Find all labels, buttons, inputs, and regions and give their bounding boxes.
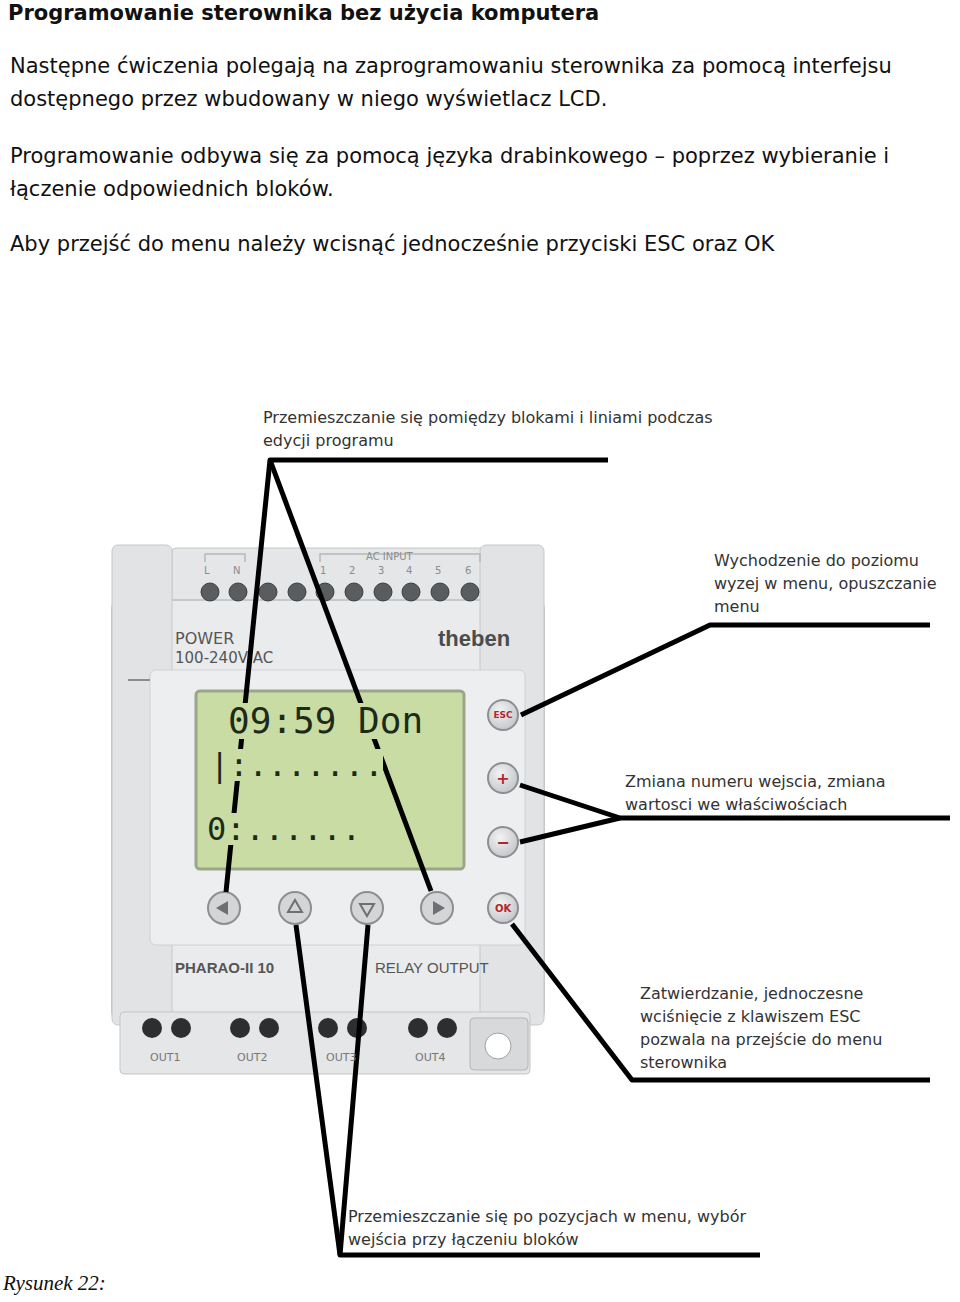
terminal-label: AC INPUT (366, 550, 413, 564)
terminal-label: N (233, 564, 240, 578)
lcd-text: 09:59 Don (228, 703, 423, 739)
button-label: OK (495, 903, 511, 914)
paragraph: Programowanie odbywa się za pomocą język… (10, 140, 955, 206)
figure-caption: Rysunek 22: (3, 1270, 106, 1296)
paragraph: Następne ćwiczenia polegają na zaprogram… (10, 50, 955, 116)
front-panel (150, 670, 525, 945)
paragraph: Aby przejść do menu należy wcisnąć jedno… (10, 228, 955, 261)
push-button: ESC (487, 699, 519, 731)
callout-text: Zatwierdzanie, jednoczesne wciśnięcie z … (640, 982, 930, 1074)
model-label: PHARAO-II 10 (175, 958, 274, 978)
push-button: OK (487, 892, 519, 924)
housing (112, 600, 544, 1020)
terminal-label: L (204, 564, 210, 578)
terminal-label: 2 (349, 564, 355, 578)
page-title: Programowanie sterownika bez użycia komp… (8, 0, 599, 26)
callout-text: Przemieszczanie się pomiędzy blokami i l… (263, 406, 723, 452)
lcd-text: |:....... (210, 749, 383, 781)
terminal-label: OUT4 (415, 1050, 445, 1065)
connector-port (470, 1018, 528, 1070)
terminal-label: 6 (465, 564, 471, 578)
terminal-label: OUT2 (237, 1050, 267, 1065)
terminal-label: 3 (378, 564, 384, 578)
terminal-label: 4 (406, 564, 412, 578)
lcd-display: 09:59 Don |:....... 0:...... (198, 693, 462, 867)
power-led (128, 679, 150, 681)
lcd-screen (196, 691, 464, 869)
push-button: − (487, 826, 519, 858)
push-button: + (487, 762, 519, 794)
callout-text: Wychodzenie do poziomu wyzej w menu, opu… (714, 549, 956, 618)
screws (142, 1018, 457, 1038)
bracket (205, 554, 480, 562)
terminal-label: 5 (435, 564, 441, 578)
connector-port (485, 1033, 511, 1059)
terminal-block (120, 1012, 530, 1074)
terminal-label: 1 (320, 564, 326, 578)
device-label: 100-240V AC (175, 648, 273, 668)
device-label: RELAY OUTPUT (375, 958, 489, 978)
button-label: + (496, 769, 509, 788)
lcd-text: 0:...... (207, 813, 361, 845)
terminal-label: OUT1 (150, 1050, 180, 1065)
button-label: ESC (493, 710, 512, 720)
callout-text: Przemieszczanie się po pozycjach w menu,… (348, 1205, 763, 1251)
device-label: POWER (175, 628, 234, 650)
callout-text: Zmiana numeru wejscia, zmiana wartosci w… (625, 770, 957, 816)
brand-logo: theben (438, 624, 510, 654)
screws (201, 583, 479, 601)
arrow-buttons (208, 892, 453, 924)
button-label: − (496, 833, 509, 852)
terminal-label: OUT3 (326, 1050, 356, 1065)
